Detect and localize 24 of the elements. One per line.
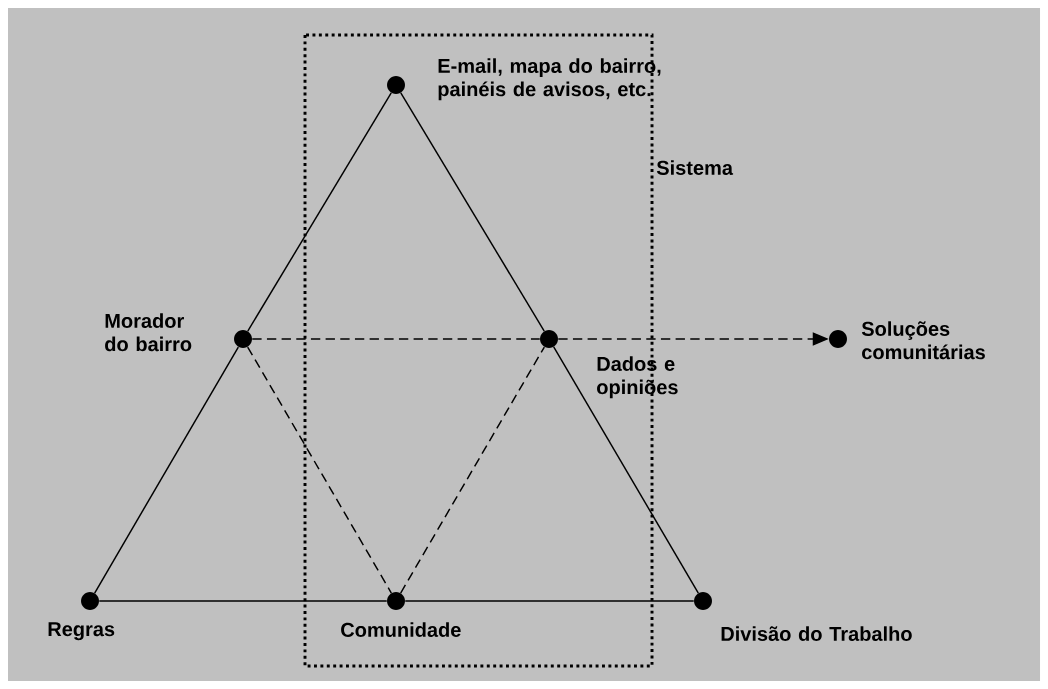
node-label: E-mail, mapa do bairro, painéis de avisos, etc. (438, 58, 661, 101)
dot (387, 76, 405, 94)
dot (81, 592, 99, 610)
dot (540, 330, 558, 348)
dot (387, 592, 405, 610)
node-label: Sistema (656, 160, 734, 175)
connector (400, 92, 545, 332)
dot (234, 330, 252, 348)
connector (251, 338, 541, 340)
connector (98, 600, 388, 602)
node-label: Dados e opiniões (597, 356, 678, 399)
node-label: Regras (48, 622, 115, 641)
connector (247, 92, 392, 332)
node-label: Comunidade (341, 622, 461, 637)
node-label: Morador do bairro (105, 313, 192, 352)
node-label: Soluções comunitárias (861, 321, 985, 360)
node-label: Divisão do Trabalho (721, 626, 912, 641)
dot (694, 592, 712, 610)
connector (246, 346, 393, 594)
connector (93, 346, 240, 594)
connector (399, 346, 546, 594)
connector (404, 600, 695, 602)
dot (829, 330, 847, 348)
connector (552, 346, 700, 594)
